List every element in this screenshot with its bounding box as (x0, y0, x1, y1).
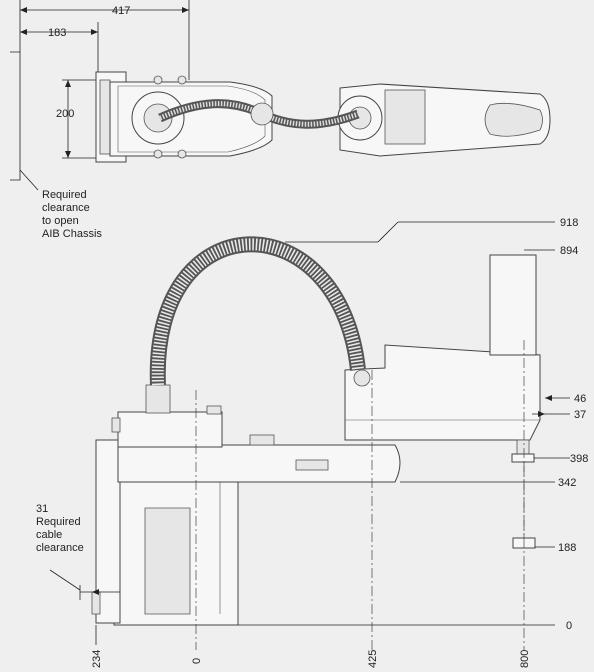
side-view (49, 221, 570, 650)
dim-200: 200 (56, 108, 74, 120)
dim-0-baseline: 0 (566, 620, 572, 632)
cable-clearance-note: Required cable clearance (36, 516, 84, 555)
note-line: clearance (36, 542, 84, 554)
top-view (10, 0, 551, 191)
note-line: Required (36, 516, 81, 528)
dim-188: 188 (558, 542, 576, 554)
dim-398: 398 (570, 453, 588, 465)
dim-918: 918 (560, 217, 578, 229)
dim-31: 31 (36, 503, 48, 515)
dim-425: 425 (367, 650, 379, 668)
note-line: to open (42, 215, 79, 227)
chassis-clearance-note: Required clearance to open AIB Chassis (42, 189, 102, 241)
note-line: clearance (42, 202, 90, 214)
note-line: cable (36, 529, 63, 541)
dim-37: 37 (574, 409, 586, 421)
dim-342: 342 (558, 477, 576, 489)
note-line: AIB Chassis (42, 228, 102, 240)
dim-800: 800 (519, 650, 531, 668)
dim-0-axis: 0 (191, 658, 203, 664)
dim-894: 894 (560, 245, 578, 257)
dim-183: 183 (48, 27, 66, 39)
dim-417: 417 (112, 5, 130, 17)
dimension-labels: 417 183 200 918 894 46 37 398 342 188 0 … (36, 5, 588, 668)
dim-46: 46 (574, 393, 586, 405)
dim-234: 234 (91, 650, 103, 668)
note-line: Required (42, 189, 87, 201)
